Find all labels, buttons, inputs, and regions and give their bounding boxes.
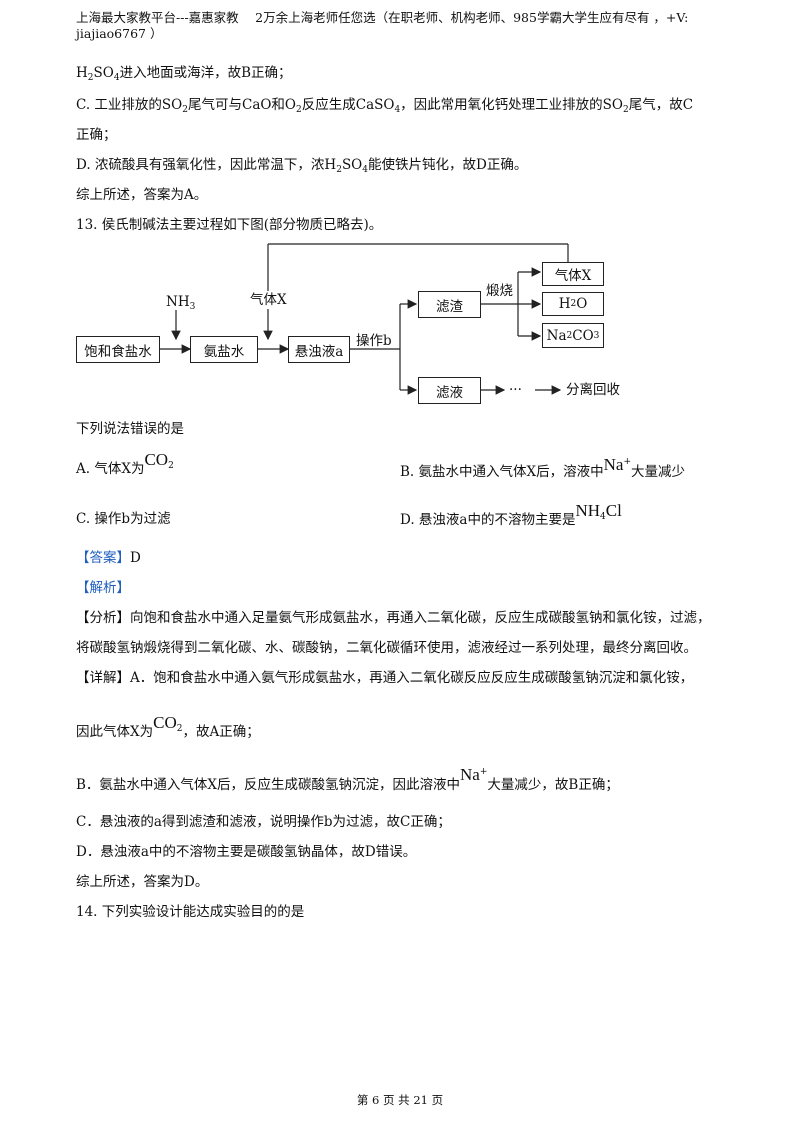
detail-b-line: B．氨盐水中通入气体X后，反应生成碳酸氢钠沉淀，因此溶液中Na+大量减少，故B正…	[76, 765, 619, 794]
q14-stem: 14. 下列实验设计能达成实验目的的是	[76, 904, 305, 920]
ellipsis-label: ···	[509, 382, 522, 398]
xiangjie-line-1: 【详解】A．饱和食盐水中通入氨气形成氨盐水，再通入二氧化碳反应反应生成碳酸氢钠沉…	[76, 670, 694, 686]
detail-d-line: D．悬浊液a中的不溶物主要是碳酸氢钠晶体，故D错误。	[76, 844, 417, 860]
xiangjie-line-2: 因此气体X为CO2，故A正确；	[76, 713, 260, 741]
q12-b-tail: H2SO4进入地面或海洋，故B正确；	[76, 65, 292, 83]
q13-stem: 13. 侯氏制碱法主要过程如下图(部分物质已略去)。	[76, 217, 383, 233]
q12-summary: 综上所述，答案为A。	[76, 187, 208, 203]
answer-line: 【答案】D	[76, 550, 141, 566]
q13-option-a: A. 气体X为CO2	[76, 450, 174, 478]
detail-c-line: C．悬浊液的a得到滤渣和滤液，说明操作b为过滤，故C正确；	[76, 814, 451, 830]
q13-option-d: D. 悬浊液a中的不溶物主要是NH4Cl	[400, 501, 622, 529]
analysis-tag: 【解析】	[76, 580, 130, 596]
q13-summary: 综上所述，答案为D。	[76, 874, 209, 890]
nh3-label: NH3	[166, 294, 196, 312]
calcine-label: 煅烧	[486, 283, 513, 299]
q12-option-c-cont: 正确；	[76, 127, 117, 143]
operation-b-label: 操作b	[356, 333, 392, 349]
q12-option-c: C. 工业排放的SO2尾气可与CaO和O2反应生成CaSO4，因此常用氧化钙处理…	[76, 97, 694, 115]
header-line-1: 上海最大家教平台---嘉惠家教 2万余上海老师任您选（在职老师、机构老师、985…	[76, 10, 689, 25]
residue-box: 滤渣	[418, 291, 481, 318]
fenxi-line-1: 【分析】向饱和食盐水中通入足量氨气形成氨盐水，再通入二氧化碳，反应生成碳酸氢钠和…	[76, 610, 711, 626]
filtrate-box: 滤液	[418, 377, 481, 404]
output-gas-x-box: 气体X	[542, 262, 604, 286]
recover-label: 分离回收	[566, 382, 620, 398]
q12-option-d: D. 浓硫酸具有强氧化性，因此常温下，浓H2SO4能使铁片钝化，故D正确。	[76, 157, 528, 175]
gas-x-label: 气体X	[250, 291, 287, 309]
q13-prompt: 下列说法错误的是	[76, 421, 184, 437]
header-line-2: jiajiao6767 ）	[76, 26, 163, 41]
suspension-box: 悬浊液a	[288, 336, 350, 363]
answer-tag: 【答案】	[76, 550, 130, 566]
ammonia-brine-box: 氨盐水	[190, 336, 258, 363]
q13-option-b: B. 氨盐水中通入气体X后，溶液中Na+大量减少	[400, 455, 685, 481]
q13-option-c: C. 操作b为过滤	[76, 511, 171, 527]
page-number: 第 6 页 共 21 页	[356, 1093, 444, 1107]
saturated-brine-box: 饱和食盐水	[76, 336, 160, 363]
fenxi-line-2: 将碳酸氢钠煅烧得到二氧化碳、水、碳酸钠，二氧化碳循环使用，滤液经过一系列处理，最…	[76, 640, 697, 656]
